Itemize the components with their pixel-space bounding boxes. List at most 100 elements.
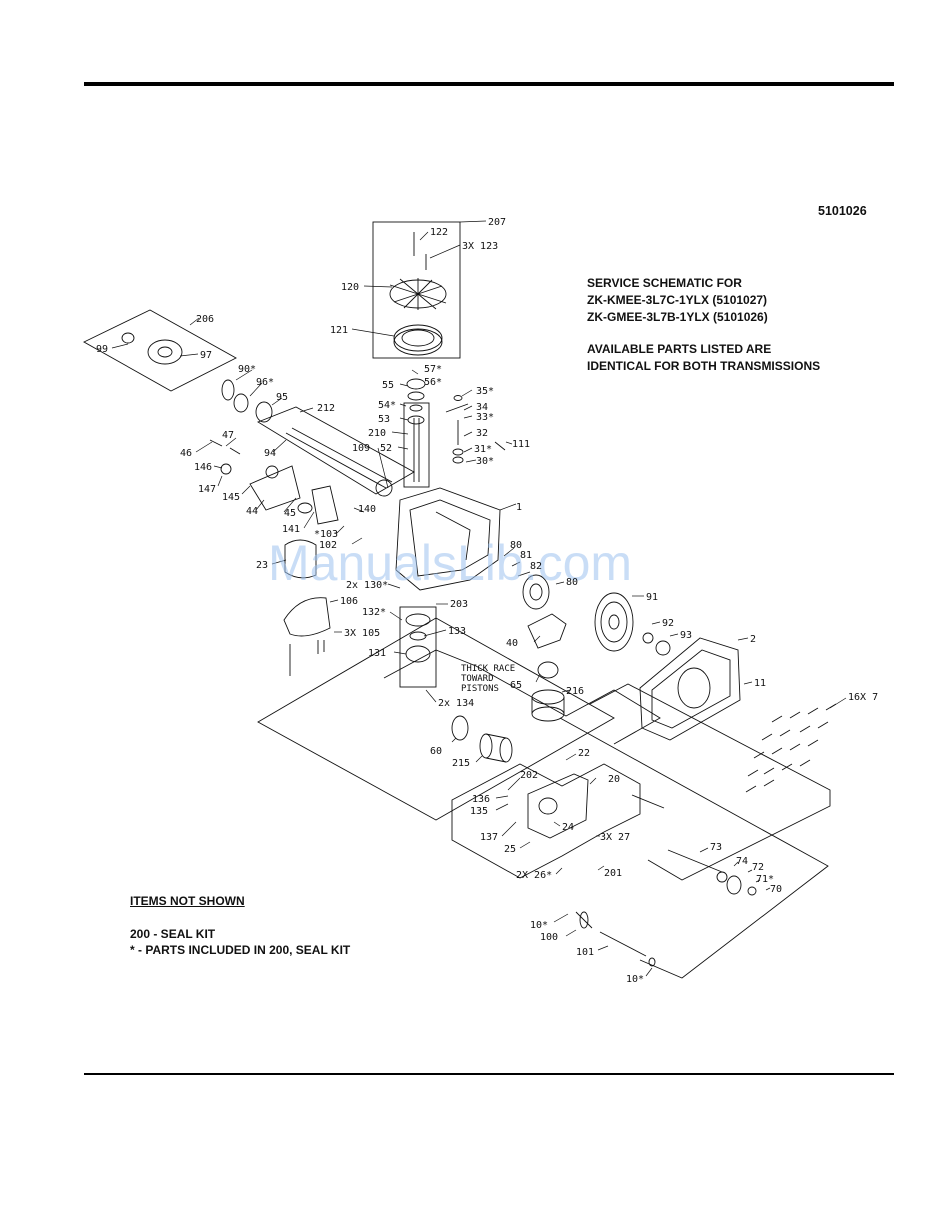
callout-label: 34 [476,402,488,413]
callout-label: 45 [284,508,296,519]
callout-label: 52 [380,443,392,454]
callout-label: 53 [378,414,390,425]
part-callouts: 207 122 3X 123 120 121 206 99 97 90* 96*… [96,217,878,985]
callout-label: 24 [562,822,574,833]
top-rule [84,82,894,86]
callout-label: 2x 134 [438,698,474,709]
callout-label: 99 [96,344,108,355]
snap-ring-part [221,379,235,401]
callout-label: 32 [476,428,488,439]
end-cover-part [639,637,741,741]
callout-label: 3X 123 [462,241,498,252]
callout-label: 94 [264,448,276,459]
callout-label: 25 [504,844,516,855]
callout-label: 60 [430,746,442,757]
callout-label: 56* [424,377,442,388]
callout-label: 120 [341,282,359,293]
thick-race-line-3: PISTONS [461,684,499,694]
callout-label: 137 [480,832,498,843]
thick-race-line-1: THICK RACE [461,664,515,674]
brake-puck-part [209,439,241,475]
parts-note: AVAILABLE PARTS LISTED ARE IDENTICAL FOR… [587,341,820,375]
callout-label: 3X 27 [600,832,630,843]
cover-bolt-set [745,703,837,793]
callout-label: 106 [340,596,358,607]
parts-note-line-1: AVAILABLE PARTS LISTED ARE [587,342,772,356]
thick-race-line-2: TOWARD [461,674,494,684]
callout-label: 93 [680,630,692,641]
callout-label: 109 [352,443,370,454]
center-section-box [257,617,615,821]
axle-bearing-part [375,479,393,497]
callout-label: 20 [608,774,620,785]
callout-label: 141 [282,524,300,535]
callout-label: 3X 105 [344,628,380,639]
output-box [559,717,829,979]
callout-label: 55 [382,380,394,391]
thrust-bearing-part [537,661,559,679]
callout-label: 54* [378,400,396,411]
motor-cylinder-part [531,689,565,722]
watermark: ManualsLib.com [268,535,632,591]
callout-label: 90* [238,364,256,375]
brake-gear-part [522,574,550,610]
hub-assembly-box [83,309,237,392]
washer-part [642,632,654,644]
hub-part [121,332,183,365]
seal-part [255,401,273,423]
callout-label: 2 [750,634,756,645]
callout-label: 203 [450,599,468,610]
callout-label: 57* [424,364,442,375]
callout-label: 33* [476,412,494,423]
callout-label: 16X 7 [848,692,878,703]
bull-gear-part [594,592,634,652]
callout-label: 135 [470,806,488,817]
callout-label: 70 [770,884,782,895]
callout-label: 92 [662,618,674,629]
callout-label: 91 [646,592,658,603]
callout-label: 111 [512,439,530,450]
thrust-washer-part [451,715,469,741]
callout-label: 74 [736,856,748,867]
model-line-1: ZK-KMEE-3L7C-1YLX (5101027) [587,293,768,307]
fan-bolts [413,232,427,270]
pump-cylinder-part [479,733,513,763]
callout-label: 80 [566,577,578,588]
shield-part [283,597,331,637]
charge-pump-box [399,606,437,688]
cooling-fan-part [389,278,447,310]
callout-label: 30* [476,456,494,467]
callout-label: 133 [448,626,466,637]
callout-label: 31* [474,444,492,455]
fan-assembly-box [372,221,461,359]
cover-box [589,683,831,881]
callout-label: 202 [520,770,538,781]
callout-label: 65 [510,680,522,691]
document-number: 5101026 [818,204,867,218]
center-section-sub-box [451,763,641,879]
center-section-part [527,773,589,839]
callout-label: 2x 130* [346,580,388,591]
callout-label: 10* [530,920,548,931]
callout-label: 132* [362,607,386,618]
center-section-bolt [631,794,665,809]
model-line-2: ZK-GMEE-3L7B-1YLX (5101026) [587,310,768,324]
callout-label: 97 [200,350,212,361]
thick-race-note: THICK RACE TOWARD PISTONS [461,664,515,694]
callout-label: 81 [520,550,532,561]
main-housing-part [395,487,501,591]
callout-label: 73 [710,842,722,853]
callout-label: 207 [488,217,506,228]
callout-label: 82 [530,561,542,572]
callout-label: 1 [516,502,522,513]
callout-label: 206 [196,314,214,325]
callout-label: 136 [472,794,490,805]
service-schematic-title: SERVICE SCHEMATIC FOR ZK-KMEE-3L7C-1YLX … [587,275,768,326]
pulley-part [393,324,443,356]
callout-label: 147 [198,484,216,495]
cover-part [284,539,317,579]
output-gear-part [726,875,742,895]
callout-label: 22 [578,748,590,759]
service-title-line: SERVICE SCHEMATIC FOR [587,276,742,290]
callout-label: 145 [222,492,240,503]
